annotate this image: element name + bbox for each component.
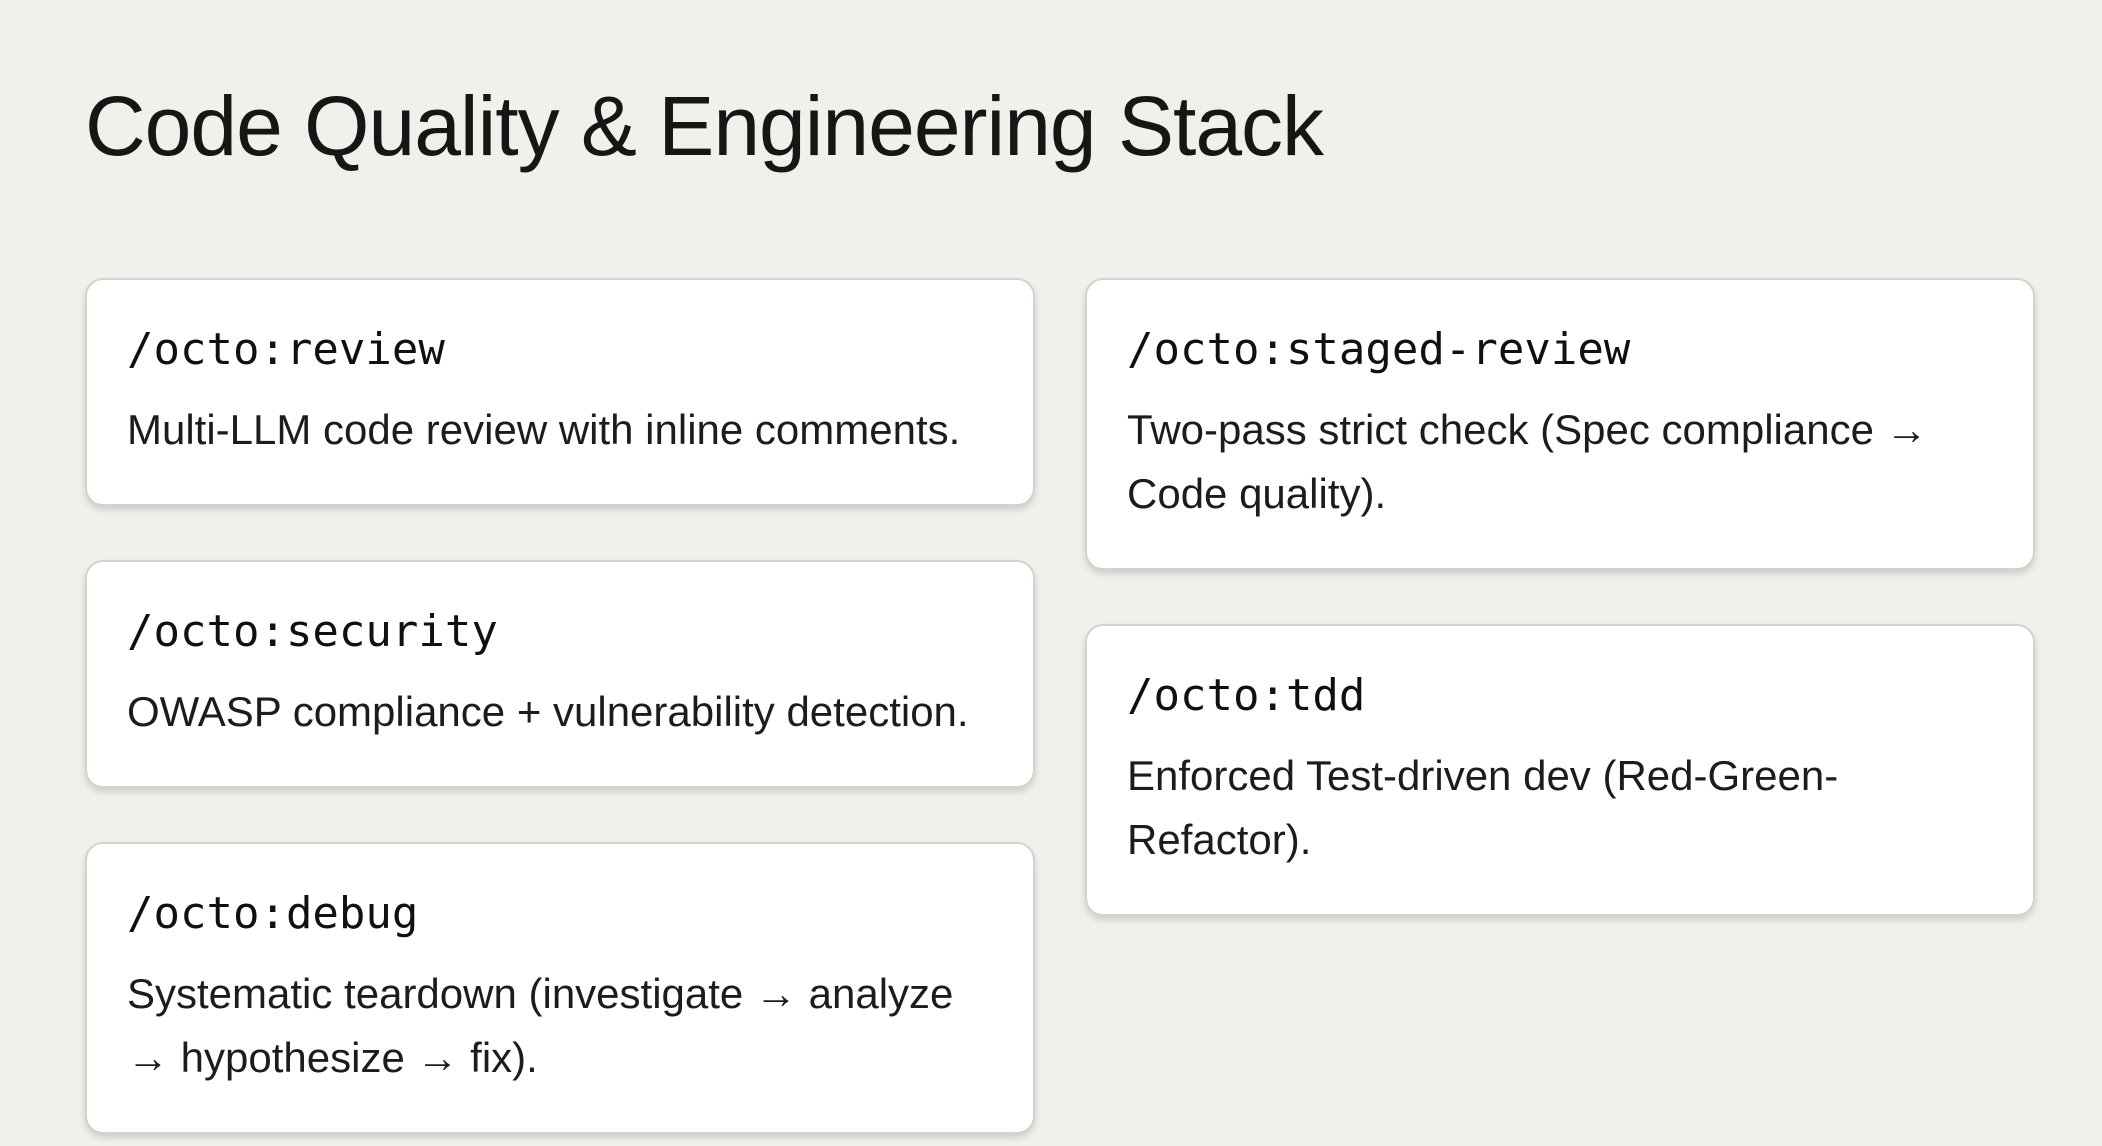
page-title: Code Quality & Engineering Stack bbox=[85, 79, 1324, 173]
card-octo-debug: /octo:debug Systematic teardown (investi… bbox=[85, 842, 1035, 1134]
command-description: Enforced Test-driven dev (Red-Green-Refa… bbox=[1127, 752, 1839, 863]
command-name: /octo:security bbox=[127, 606, 498, 657]
card-grid: /octo:review Multi-LLM code review with … bbox=[85, 278, 2035, 1134]
command-description: OWASP compliance + vulnerability detecti… bbox=[127, 688, 969, 735]
command-description: Systematic teardown (investigate → analy… bbox=[127, 970, 954, 1081]
command-description: Two-pass strict check (Spec compliance →… bbox=[1127, 406, 1928, 517]
right-column: /octo:staged-review Two-pass strict chec… bbox=[1085, 278, 2035, 916]
command-name: /octo:tdd bbox=[1127, 670, 1366, 721]
card-octo-staged-review: /octo:staged-review Two-pass strict chec… bbox=[1085, 278, 2035, 570]
card-octo-review: /octo:review Multi-LLM code review with … bbox=[85, 278, 1035, 506]
command-name: /octo:debug bbox=[127, 888, 419, 939]
command-name: /octo:staged-review bbox=[1127, 324, 1631, 375]
command-name: /octo:review bbox=[127, 324, 445, 375]
left-column: /octo:review Multi-LLM code review with … bbox=[85, 278, 1035, 1134]
command-description: Multi-LLM code review with inline commen… bbox=[127, 406, 961, 453]
card-octo-security: /octo:security OWASP compliance + vulner… bbox=[85, 560, 1035, 788]
card-octo-tdd: /octo:tdd Enforced Test-driven dev (Red-… bbox=[1085, 624, 2035, 916]
